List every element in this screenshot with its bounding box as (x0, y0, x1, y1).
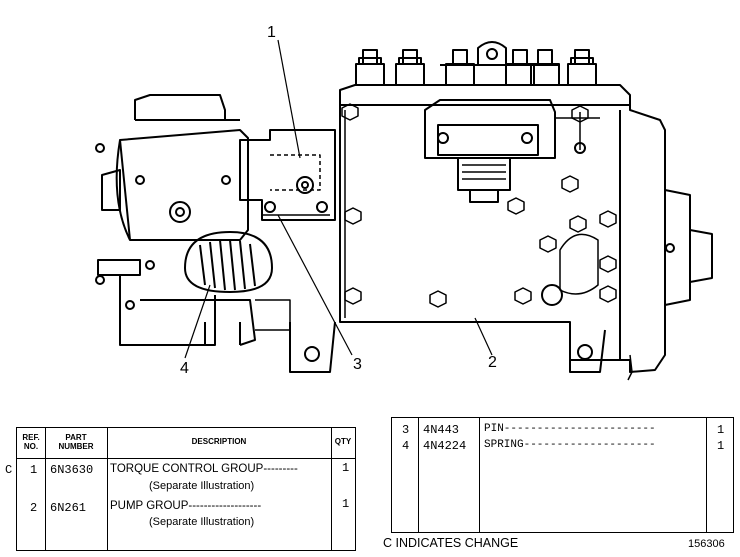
row3-qty: 1 (717, 423, 725, 437)
parts-table-right: 3 4N443 PIN----------------------- 1 4 4… (391, 417, 734, 533)
header-description: DESCRIPTION (191, 437, 247, 446)
row1-ref: 1 (30, 463, 38, 477)
figure-number: 156306 (688, 538, 725, 550)
governor-cover (424, 99, 600, 203)
header-qty: QTY (334, 437, 352, 446)
change-indicator: C (5, 463, 13, 477)
pump-housing (289, 84, 713, 373)
row3-desc: PIN----------------------- (484, 423, 656, 435)
row3-ref: 3 (402, 423, 410, 437)
row3-part: 4N443 (423, 423, 460, 437)
row4-qty: 1 (717, 439, 725, 453)
governor-housing (95, 94, 291, 346)
row2-ref: 2 (30, 501, 38, 515)
callout-2: 2 (488, 354, 497, 371)
leader-lines (184, 39, 493, 359)
row4-ref: 4 (402, 439, 410, 453)
housing-plug (541, 284, 563, 306)
row1-part: 6N3630 (50, 463, 94, 477)
pump-assembly-drawing (95, 39, 713, 381)
top-fittings (355, 41, 597, 84)
torque-control-bracket (239, 129, 336, 221)
row4-desc: SPRING-------------------- (484, 439, 656, 451)
row2-note: (Separate Illustration) (149, 516, 255, 528)
row2-desc: PUMP GROUP------------------- (110, 500, 262, 512)
callout-1: 1 (267, 24, 276, 41)
change-note: C INDICATES CHANGE (383, 536, 519, 550)
row4-part: 4N4224 (423, 439, 467, 453)
row1-desc: TORQUE CONTROL GROUP--------- (110, 463, 298, 475)
row2-part: 6N261 (50, 501, 87, 515)
callout-3: 3 (353, 356, 362, 373)
housing-bolts (341, 103, 617, 308)
callout-4: 4 (180, 360, 189, 377)
row1-qty: 1 (342, 461, 350, 475)
row2-qty: 1 (342, 497, 350, 511)
row1-note: (Separate Illustration) (149, 480, 255, 492)
spring (184, 231, 273, 293)
header-ref-no: REF.NO. (22, 433, 40, 451)
